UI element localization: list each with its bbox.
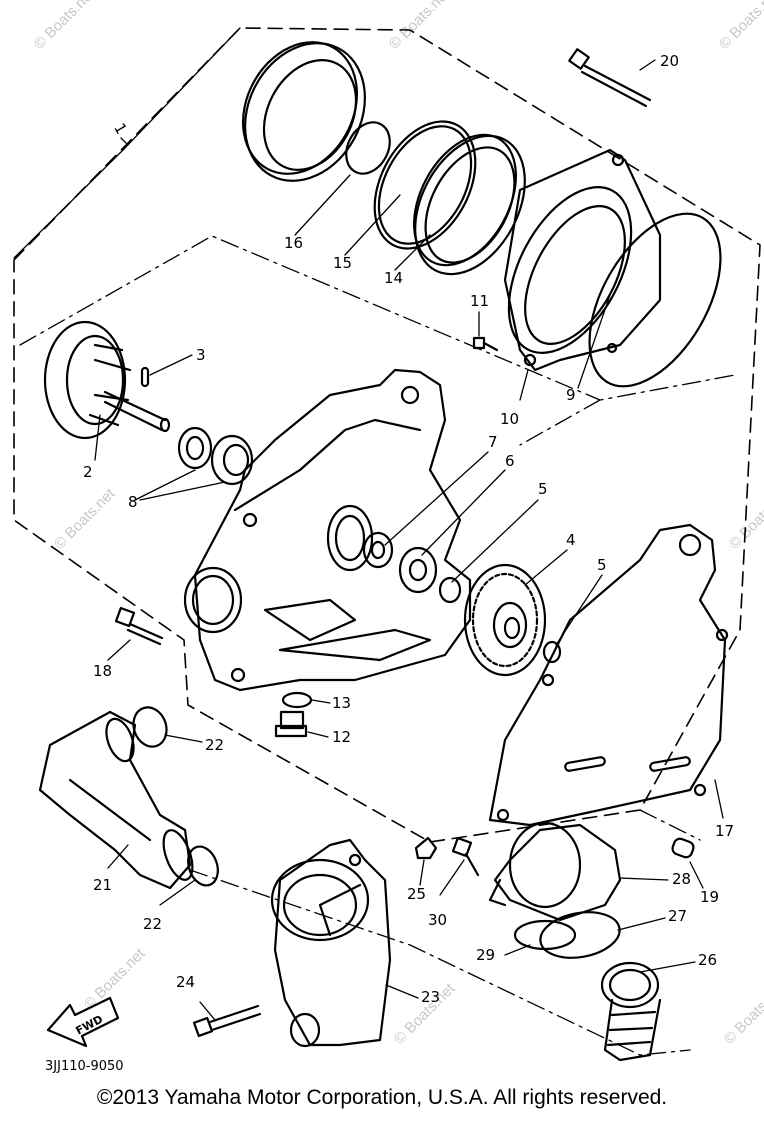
svg-text:© Boats.net: © Boats.net bbox=[386, 0, 454, 53]
gear-4 bbox=[463, 563, 547, 677]
callout-10: 10 bbox=[500, 410, 519, 428]
diagram-code: 3JJ110-9050 bbox=[45, 1059, 124, 1074]
clip-5a bbox=[438, 576, 462, 604]
pump-cover-10 bbox=[503, 148, 662, 372]
callout-9: 9 bbox=[566, 386, 576, 404]
callout-23: 23 bbox=[421, 988, 440, 1006]
callout-20: 20 bbox=[660, 52, 679, 70]
callout-2: 2 bbox=[83, 463, 93, 481]
callout-26: 26 bbox=[698, 951, 717, 969]
callout-28: 28 bbox=[672, 870, 691, 888]
pump-housing bbox=[183, 368, 472, 692]
svg-text:FWD: FWD bbox=[74, 1013, 106, 1038]
callout-17: 17 bbox=[715, 822, 734, 840]
callout-3: 3 bbox=[196, 346, 206, 364]
callout-16: 16 bbox=[284, 234, 303, 252]
thermostat-housing-23 bbox=[270, 838, 392, 1048]
bearing-6 bbox=[398, 546, 438, 594]
o-ring-29 bbox=[513, 919, 577, 951]
callout-15: 15 bbox=[333, 254, 352, 272]
bolt-11 bbox=[472, 336, 499, 352]
impeller-2 bbox=[43, 320, 171, 440]
o-ring-15 bbox=[373, 120, 477, 250]
callout-24: 24 bbox=[176, 973, 195, 991]
bearing-7 bbox=[362, 531, 394, 569]
svg-text:© Boats.net: © Boats.net bbox=[716, 0, 764, 53]
callout-19: 19 bbox=[700, 888, 719, 906]
fwd-arrow: FWD bbox=[46, 996, 120, 1048]
bolt-18 bbox=[114, 606, 164, 646]
callout-14: 14 bbox=[384, 269, 403, 287]
callout-25: 25 bbox=[407, 885, 426, 903]
svg-text:© Boats.net: © Boats.net bbox=[81, 945, 149, 1013]
drain-outline bbox=[189, 809, 701, 1056]
plug-12 bbox=[274, 710, 308, 738]
o-ring-9 bbox=[588, 212, 722, 388]
thermostat-cover-28 bbox=[488, 821, 622, 922]
gasket-27 bbox=[539, 911, 621, 959]
callout-27: 27 bbox=[668, 907, 687, 925]
bolt-20 bbox=[568, 48, 652, 108]
pin-3 bbox=[140, 366, 150, 388]
callout-6: 6 bbox=[505, 452, 515, 470]
oil-seal-ring bbox=[241, 41, 366, 182]
copyright-notice: ©2013 Yamaha Motor Corporation, U.S.A. A… bbox=[96, 1086, 668, 1109]
callout-8: 8 bbox=[128, 493, 138, 511]
callout-12: 12 bbox=[332, 728, 351, 746]
callout-22a: 22 bbox=[205, 736, 224, 754]
callout-22b: 22 bbox=[143, 915, 162, 933]
callout-5a: 5 bbox=[538, 480, 548, 498]
bolt-30 bbox=[451, 836, 480, 877]
gasket-17 bbox=[488, 523, 729, 827]
callout-4: 4 bbox=[566, 531, 576, 549]
callout-21: 21 bbox=[93, 876, 112, 894]
o-ring-22b bbox=[187, 845, 219, 887]
inner-outline bbox=[19, 235, 736, 446]
callout-7: 7 bbox=[488, 433, 498, 451]
dowel-19 bbox=[671, 837, 695, 859]
bolt-24 bbox=[192, 1004, 262, 1038]
o-ring-13 bbox=[281, 691, 313, 709]
pipe-21 bbox=[38, 710, 194, 890]
callout-1: 1 bbox=[110, 120, 130, 137]
leader-lines bbox=[13, 27, 724, 1021]
cap-25 bbox=[414, 836, 438, 860]
callout-labels: 1 2 3 4 5 5 6 7 8 9 10 11 12 13 14 15 16… bbox=[83, 52, 734, 1006]
clip-5b bbox=[542, 640, 562, 664]
thermostat-26 bbox=[600, 961, 662, 1062]
svg-text:© Boats.net: © Boats.net bbox=[721, 980, 764, 1048]
bearings-8 bbox=[177, 426, 254, 486]
callout-18: 18 bbox=[93, 662, 112, 680]
callout-11: 11 bbox=[470, 292, 489, 310]
svg-text:© Boats.net: © Boats.net bbox=[31, 0, 99, 53]
callout-29: 29 bbox=[476, 946, 495, 964]
seal-14 bbox=[413, 133, 526, 276]
callout-5b: 5 bbox=[597, 556, 607, 574]
svg-text:© Boats.net: © Boats.net bbox=[51, 485, 119, 553]
callout-13: 13 bbox=[332, 694, 351, 712]
watermarks: © Boats.net © Boats.net © Boats.net © Bo… bbox=[31, 0, 764, 1048]
callout-30: 30 bbox=[428, 911, 447, 929]
cap-16 bbox=[345, 121, 391, 175]
